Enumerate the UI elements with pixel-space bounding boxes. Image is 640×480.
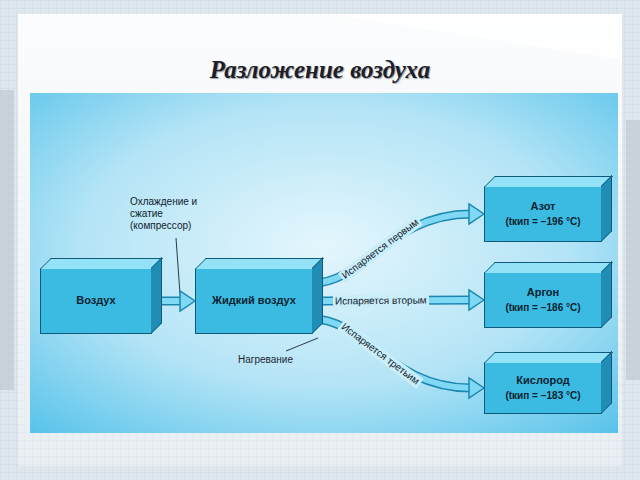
process-box: Азот (tкип = −196 °C): [484, 186, 602, 242]
arrow-body: [313, 214, 471, 283]
edge-label: Испаряется третьим: [338, 319, 424, 388]
box-title: Аргон: [527, 286, 559, 299]
slide-title: Разложение воздуха: [0, 56, 640, 84]
process-box: Жидкий воздух: [195, 268, 313, 334]
paper-fold: [330, 14, 622, 60]
arrow-head: [180, 291, 195, 311]
box-title: Азот: [531, 200, 556, 213]
image-panel: [30, 93, 618, 433]
box-note: (tкип = −196 °C): [505, 216, 580, 228]
arrow-head: [469, 204, 484, 224]
arrow-head: [469, 378, 484, 398]
flow-arrow: [313, 204, 484, 283]
box-note: (tкип = −186 °C): [505, 302, 580, 314]
box-note: (tкип = −183 °C): [505, 390, 580, 402]
arrow-outline: [313, 319, 471, 388]
leader-line: [176, 238, 180, 294]
box-title: Жидкий воздух: [212, 294, 296, 307]
arrow-outline: [313, 214, 471, 283]
leader-line: [286, 338, 318, 351]
process-box: Аргон (tкип = −186 °C): [484, 272, 602, 328]
callout-label: Нагревание: [238, 354, 293, 366]
box-title: Кислород: [516, 374, 569, 387]
edge-label: Испаряется первым: [338, 215, 423, 283]
arrow-head: [469, 290, 484, 310]
process-box: Кислород (tкип = −183 °C): [484, 362, 602, 414]
side-strip: [626, 120, 640, 380]
edge-label: Охлаждение и сжатие (компрессор): [128, 196, 214, 232]
side-strip: [0, 90, 14, 390]
edge-label: Испаряется вторым: [333, 294, 429, 307]
flow-arrow: [313, 319, 484, 398]
arrow-body: [313, 319, 471, 388]
box-title: Воздух: [76, 294, 115, 307]
flow-arrow: [313, 290, 484, 310]
process-box: Воздух: [40, 268, 152, 334]
